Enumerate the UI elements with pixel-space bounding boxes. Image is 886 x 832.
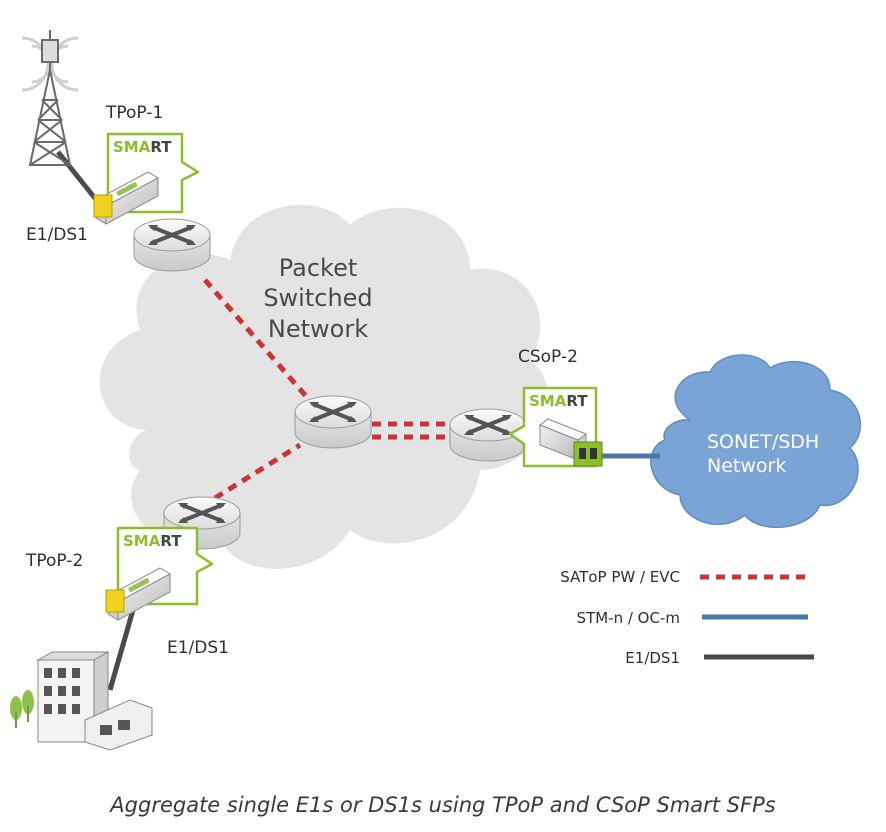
smart-prefix: SMA — [113, 138, 151, 156]
e1-link-tower — [56, 150, 100, 204]
legend-label-stm: STM-n / OC-m — [577, 609, 680, 627]
smart-badge-tpop2: SMART — [105, 526, 214, 621]
sonet-label-line1: SONET/SDH — [707, 431, 819, 453]
tpop2-label: TPoP-2 — [25, 551, 83, 571]
svg-text:SMART: SMART — [123, 532, 182, 550]
router-tpop1 — [132, 217, 212, 273]
sonet-label-line2: Network — [707, 455, 786, 477]
svg-text:SMART: SMART — [113, 138, 172, 156]
e1-link-building — [107, 609, 136, 691]
cloud-label-line3: Network — [268, 315, 368, 343]
smart-badge-csop2: SMART — [508, 386, 603, 468]
svg-text:SMART: SMART — [529, 392, 588, 410]
packet-network-cloud — [99, 204, 549, 569]
tpop2-interface-label: E1/DS1 — [167, 638, 229, 658]
caption: Aggregate single E1s or DS1s using TPoP … — [108, 793, 775, 817]
smart-suffix: RT — [160, 532, 182, 550]
smart-suffix: RT — [150, 138, 172, 156]
cloud-label-line2: Switched — [263, 284, 372, 312]
legend-label-e1: E1/DS1 — [625, 649, 680, 667]
smart-suffix: RT — [566, 392, 588, 410]
smart-badge-tpop1: SMART — [93, 132, 200, 225]
router-core — [293, 394, 373, 450]
smart-prefix: SMA — [123, 532, 161, 550]
pw-link-tpop1 — [203, 278, 320, 412]
cell-tower-icon — [21, 30, 79, 166]
tpop1-interface-label: E1/DS1 — [26, 225, 88, 245]
smart-prefix: SMA — [529, 392, 567, 410]
pw-link-tpop2 — [213, 442, 302, 501]
pw-links — [203, 278, 448, 501]
legend: SATоP PW / EVC STM-n / OC-m E1/DS1 — [560, 568, 814, 667]
tpop1-label: TPoP-1 — [105, 103, 163, 123]
csop2-label: CSoP-2 — [518, 347, 578, 367]
sonet-sdh-cloud: SONET/SDH Network — [650, 354, 861, 528]
cloud-label-line1: Packet — [279, 254, 358, 282]
legend-label-pw: SATоP PW / EVC — [560, 568, 680, 586]
building-icon — [10, 651, 153, 751]
